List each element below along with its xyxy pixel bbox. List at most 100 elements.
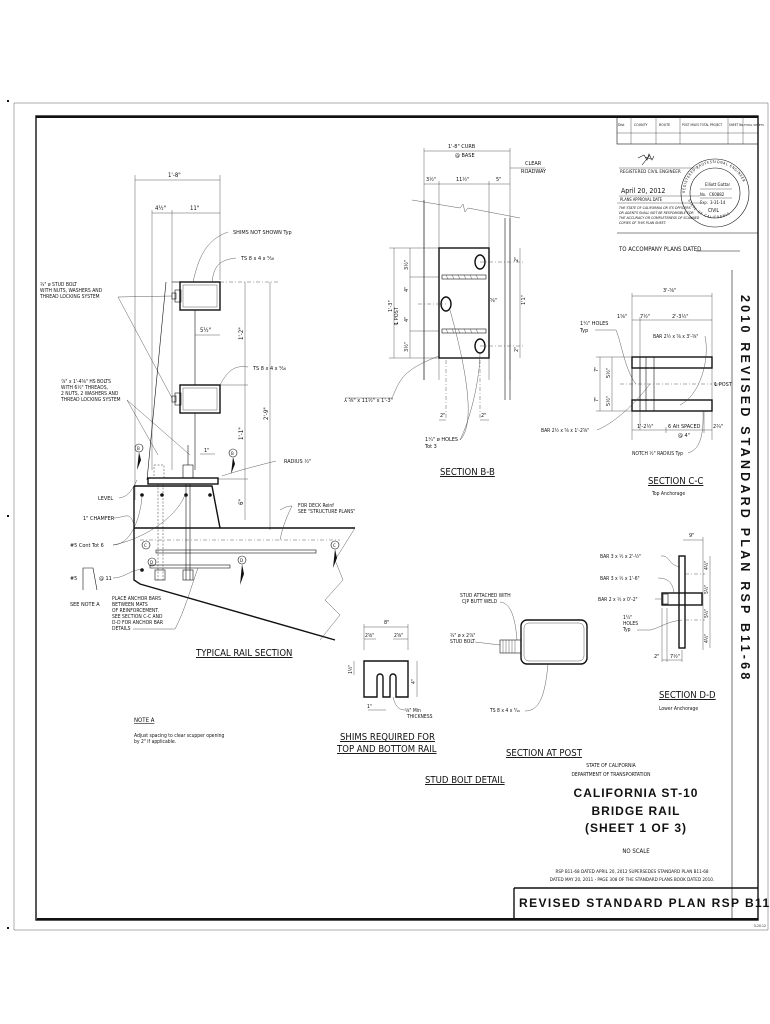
section-c-marker — [141, 540, 151, 550]
dim-w: 9" — [689, 533, 694, 539]
label-holes: Tot 3 — [424, 444, 437, 450]
sheet-title-block: STATE OF CALIFORNIA DEPARTMENT OF TRANSP… — [513, 763, 770, 928]
title-block: Dist COUNTY ROUTE POST MILES TOTAL PROJE… — [616, 116, 764, 253]
break-line — [411, 199, 521, 219]
dim-c: 4" — [404, 317, 410, 322]
dim-a: 2⅝" — [365, 633, 374, 639]
dim-3-half: 3½" — [426, 176, 436, 183]
col-total-sheets: TOTAL SHEETS — [744, 123, 764, 127]
supersedes-line: DATED MAY 20, 2011 - PAGE 308 OF THE STA… — [550, 877, 714, 883]
sheet-title-line: CALIFORNIA ST-10 — [574, 786, 699, 800]
dim-h: 4" — [411, 679, 417, 684]
dim-overall: 3'-⅝" — [663, 288, 676, 294]
seal-exp-prefix: Exp. — [700, 200, 708, 205]
seal-number: C60882 — [709, 192, 725, 198]
label-ts-mid: TS 8 x 4 x ⁵⁄₁₆ — [252, 365, 286, 372]
dim-r3: 2" — [514, 347, 520, 352]
dim-v: 5½" — [703, 609, 710, 618]
top-rail-tube — [179, 281, 221, 311]
section-dd-subtitle: Lower Anchorage — [659, 706, 698, 712]
label-ts-post: TS 8 x 4 x ⁵⁄₁₆ — [489, 708, 520, 714]
dim-base: @ BASE — [455, 153, 475, 159]
col-dist: Dist — [618, 123, 625, 127]
svg-text:REGISTERED PROFESSIONAL ENGINE: REGISTERED PROFESSIONAL ENGINEER — [682, 160, 746, 193]
disclaimer-line: OR AGENTS SHALL NOT BE RESPONSIBLE FOR — [619, 211, 694, 215]
shims-title-line2: TOP AND BOTTOM RAIL — [336, 744, 437, 755]
lower-anchor-bar — [678, 555, 686, 649]
dim-b: 4" — [404, 287, 410, 292]
dim-1-2: 1'-2" — [238, 327, 245, 340]
section-at-post: STUD ATTACHED WITH CJP BUTT WELD ¾" ø x … — [450, 593, 588, 759]
top-anchor-bar — [631, 356, 713, 369]
label-plate: ⅄ ⅝" x 11½" x 1'-3" — [343, 397, 393, 404]
engineer-label: REGISTERED CIVIL ENGINEER — [620, 169, 681, 175]
section-d-d: 9" 4½" 5½" 5½" 4½" BAR 3 x ½ x 2'-½" BAR… — [598, 533, 716, 712]
agency-line: STATE OF CALIFORNIA — [586, 763, 636, 769]
label-holes: 1¼" ø HOLES — [425, 437, 458, 443]
dim-r2: 1'1" — [521, 295, 527, 305]
label-hs-bolts: THREAD LOCKING SYSTEM — [60, 397, 121, 403]
label-clear: CLEAR — [525, 161, 542, 167]
dim-v: 4½" — [703, 561, 710, 570]
label-cl-post: ℄ POST — [393, 306, 400, 325]
dim-b: 7½" — [640, 313, 650, 320]
label-holes: 1¼" HOLES — [580, 321, 608, 327]
col-route: ROUTE — [659, 123, 670, 127]
sheet-title-line: (SHEET 1 OF 3) — [585, 821, 687, 835]
disclaimer-line: THE ACCURACY OR COMPLETENESS OF SCANNED — [619, 216, 700, 220]
label-radius: RADIUS ½" — [284, 458, 311, 465]
scale-note: NO SCALE — [622, 848, 650, 855]
label-cl-post: ℄ POST — [714, 381, 733, 388]
dim-curb: 1'-8" CURB — [448, 144, 476, 150]
section-cc-subtitle: Top Anchorage — [651, 491, 685, 497]
dim-5: 5" — [496, 177, 501, 183]
label-holes: 1¼" — [623, 615, 632, 621]
mid-rail-tube — [179, 384, 221, 414]
seal-name: Elliott Gattar — [705, 182, 731, 188]
dim-v: 5½" — [703, 585, 710, 594]
side-strip-title: 2010 REVISED STANDARD PLAN RSP B11-68 — [738, 295, 752, 682]
label-hs-bolts: WITH 6½" THREADS, — [61, 384, 108, 391]
label-anchor-bars: SEE SECTION C-C AND — [112, 614, 163, 620]
dim-e: 6 Alt SPACED — [668, 424, 701, 430]
stud-bolt-detail-title: STUD BOLT DETAIL — [425, 775, 505, 786]
shims-title-line1: SHIMS REQUIRED FOR — [340, 732, 435, 743]
col-county: COUNTY — [634, 123, 648, 127]
dim-11: 11" — [190, 205, 199, 212]
approval-label: PLANS APPROVAL DATE — [620, 197, 663, 202]
engineer-signature — [637, 153, 655, 166]
dim-b: 2⅝" — [394, 633, 403, 639]
label-anchor-bars: OF REINFORCEMENT. — [112, 608, 159, 614]
dim-v: 4½" — [703, 634, 710, 643]
label-anchor-bars: D-D FOR ANCHOR BAR — [112, 620, 163, 626]
dim-w: 8" — [384, 620, 389, 626]
label-bar1: BAR 3 x ½ x 2'-½" — [600, 553, 641, 560]
svg-text:D: D — [240, 558, 243, 564]
col-sheet-no: SHEET No. — [729, 123, 744, 127]
dim-b2: 2" — [481, 413, 486, 419]
dim-a: 3½" — [403, 260, 410, 270]
section-post-title: SECTION AT POST — [506, 748, 583, 759]
label-ts-top: TS 8 x 4 x ⁵⁄₁₆ — [240, 255, 274, 262]
bolt-hole — [474, 254, 486, 270]
label-bar2: BAR 3 x ½ x 1'-6" — [600, 575, 640, 582]
label-holes: HOLES — [623, 621, 638, 627]
dim-11-half: 11½" — [456, 176, 469, 183]
label-stud-weld: CJP BUTT WELD — [462, 599, 498, 605]
dim-4-half: 4½" — [155, 205, 166, 212]
label-hs-bolts: ⅞" x 1'-4⅝" HS BOLTS — [61, 379, 111, 385]
disclaimer-line: THE STATE OF CALIFORNIA OR ITS OFFICERS — [619, 206, 691, 210]
sheet-title-line: BRIDGE RAIL — [592, 804, 681, 818]
base-plate-elevation — [438, 247, 490, 359]
dim-v4: 5½" — [605, 396, 612, 406]
typical-rail-title: TYPICAL RAIL SECTION — [195, 648, 292, 659]
typical-rail-section: 1'-8" 4½" 11" 5½" 1'-2" 1'-1" 2'-9" 6" — [39, 172, 355, 659]
note-a: NOTE A Adjust spacing to clear scupper o… — [134, 717, 225, 745]
label-anchor-bars: DETAILS — [112, 626, 131, 632]
dim-1in: 1" — [204, 448, 209, 454]
label-roadway: ROADWAY — [521, 169, 547, 175]
stud-bolt — [499, 639, 522, 654]
dim-s: 1½" — [347, 665, 354, 674]
label-see-note-a: SEE NOTE A — [70, 602, 100, 608]
dim-1-3: 1'-3" — [388, 300, 394, 312]
